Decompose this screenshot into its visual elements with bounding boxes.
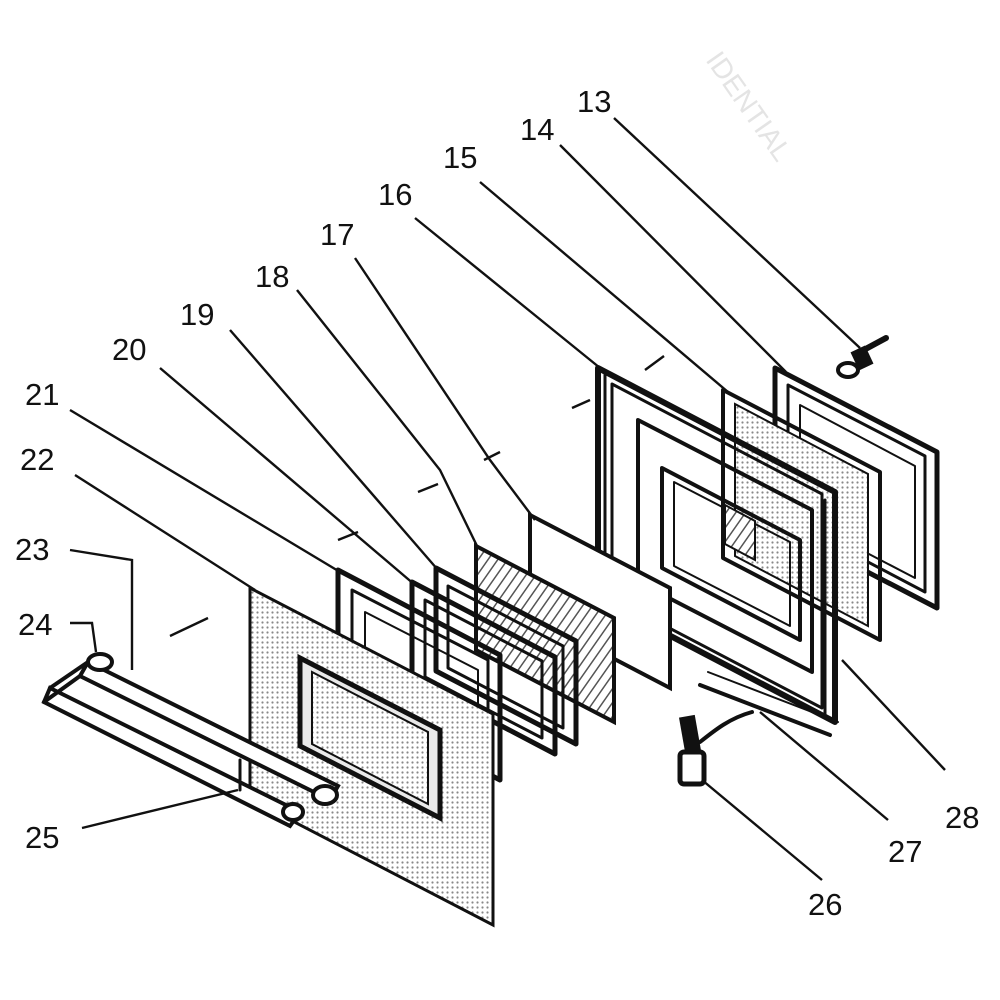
part-20-gasket [409,579,558,757]
part-27-trim-strip [698,671,839,737]
callout-16: 16 [378,177,412,212]
part-22-outer-door-panel [248,585,495,928]
callout-18: 18 [255,259,289,294]
callout-27: 27 [888,834,922,869]
callout-28: 28 [945,800,979,835]
callout-13: 13 [577,84,611,119]
callout-17: 17 [320,217,354,252]
callout-labels: 13 14 15 16 17 18 19 20 21 22 23 24 25 2… [15,84,979,922]
callout-25: 25 [25,820,59,855]
callout-14: 14 [520,112,554,147]
callout-21: 21 [25,377,59,412]
watermark: IDENTIAL [700,46,798,167]
callout-23: 23 [15,532,49,567]
part-26-hinge [677,710,754,787]
part-16-inner-door [595,365,838,725]
callout-24: 24 [18,607,52,642]
callout-15: 15 [443,140,477,175]
callout-20: 20 [112,332,146,367]
part-13-screw [836,335,889,379]
callout-19: 19 [180,297,214,332]
callout-22: 22 [20,442,54,477]
leader-lines [69,117,946,881]
callout-26: 26 [808,887,842,922]
